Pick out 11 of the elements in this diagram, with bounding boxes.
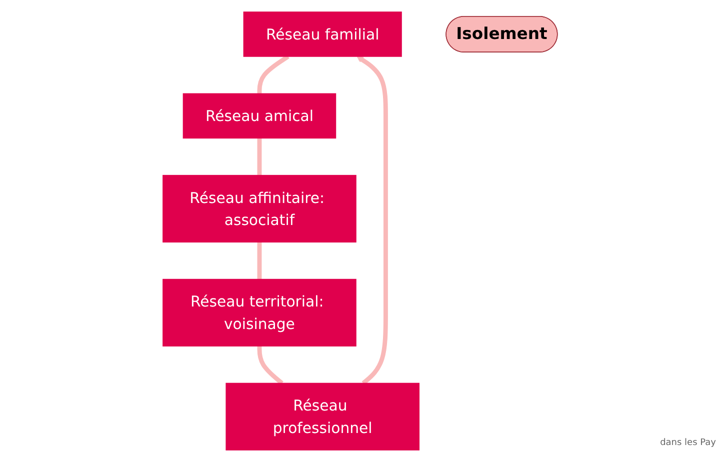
connector bbox=[257, 242, 262, 280]
node-box: Réseau professionnel bbox=[226, 382, 420, 450]
connector bbox=[257, 54, 290, 94]
note-text: dans les Pay bbox=[660, 438, 716, 448]
arrow bbox=[356, 56, 388, 385]
node-box: Réseau familial bbox=[243, 12, 402, 57]
node-box: Réseau amical bbox=[182, 93, 336, 139]
node-box: Réseau territorial: voisinage bbox=[162, 278, 356, 346]
connector bbox=[257, 138, 262, 176]
connector bbox=[257, 346, 284, 385]
node-box: Réseau affinitaire: associatif bbox=[162, 174, 356, 242]
